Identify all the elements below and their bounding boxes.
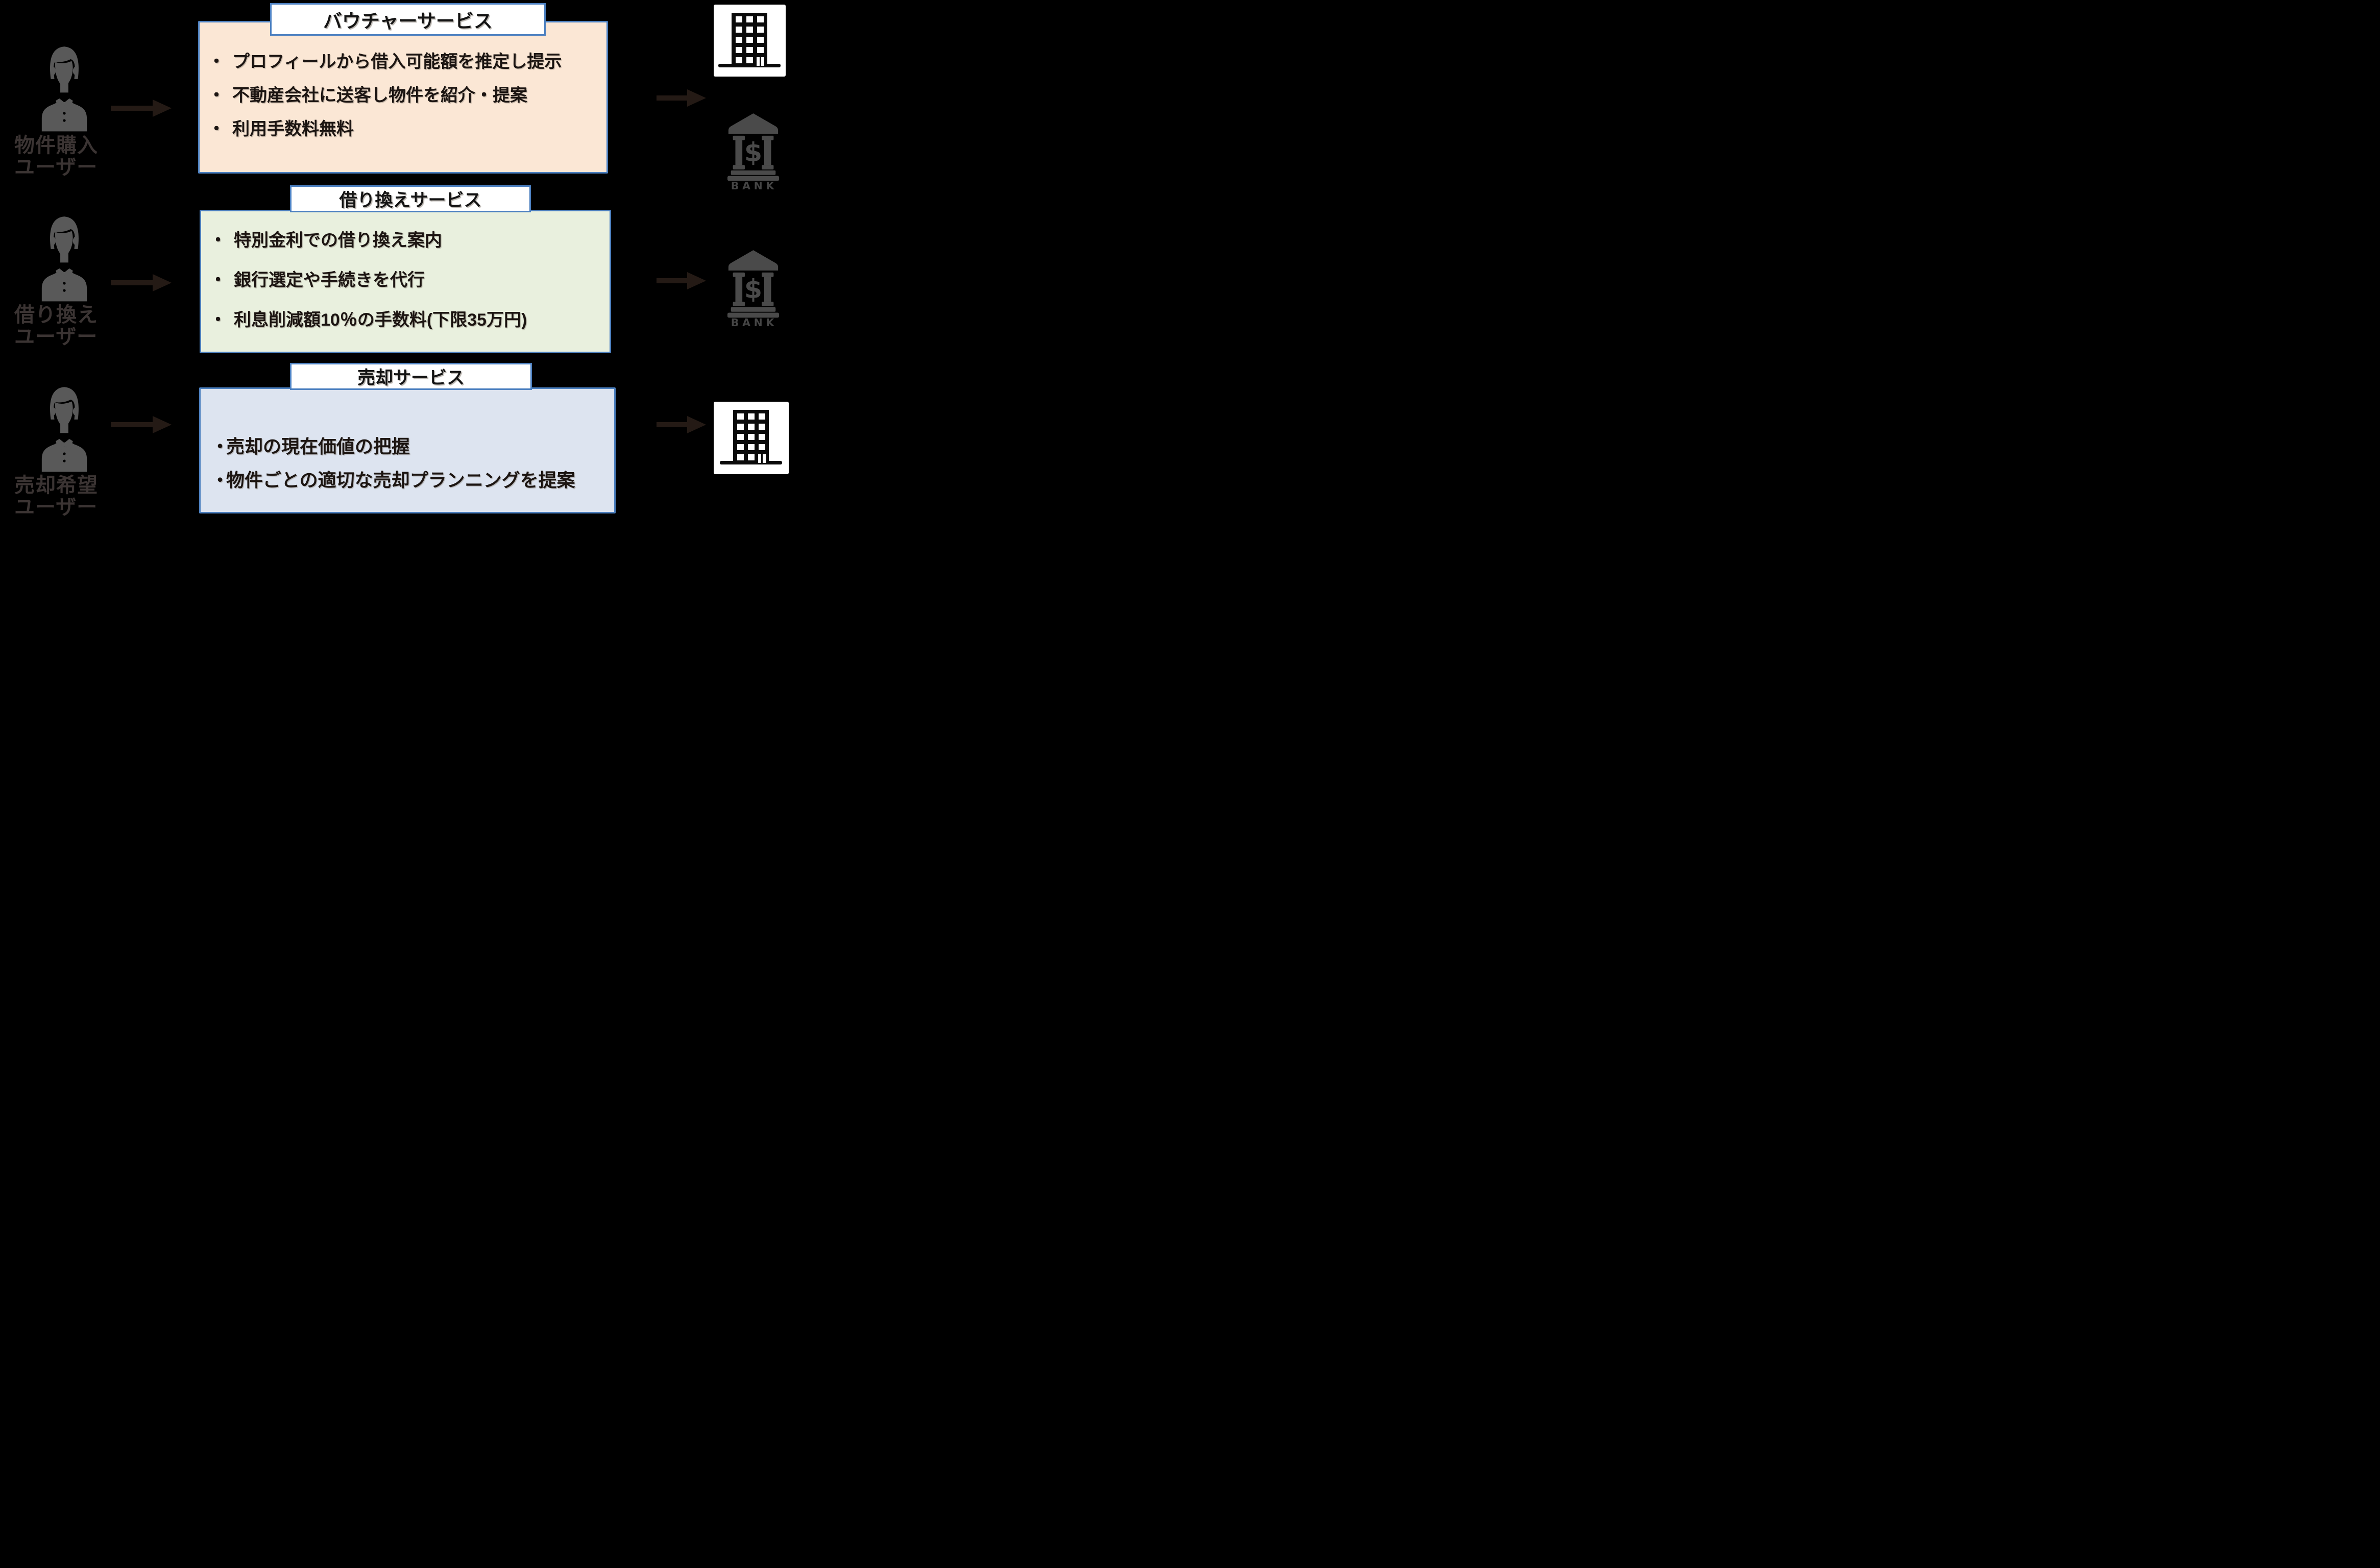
business-person-icon	[41, 46, 87, 132]
bullet-dot: ・	[211, 436, 230, 457]
dollar-sign: $	[744, 137, 762, 167]
bank-label: BANK	[731, 180, 778, 191]
user-label-line: 借り換え	[14, 304, 98, 326]
bullet-item: ・銀行選定や手続きを代行	[209, 271, 425, 290]
service-title-voucher: バウチャーサービス	[270, 3, 546, 36]
service-box-sale: ・売却の現在価値の把握 ・物件ごとの適切な売却プランニングを提案	[199, 387, 616, 513]
user-label-line: ユーザー	[14, 496, 98, 519]
bullet-item: ・売却の現在価値の把握	[211, 436, 410, 457]
bullet-dot: ・	[208, 86, 225, 105]
bullet-item: ・利息削減額10％の手数料(下限35万円)	[209, 310, 527, 330]
bullet-item: ・プロフィールから借入可能額を推定し提示	[208, 52, 562, 71]
bank-label: BANK	[731, 316, 778, 328]
user-label-line: ユーザー	[14, 326, 98, 348]
bullet-dot: ・	[209, 271, 227, 290]
office-building-icon	[718, 13, 781, 67]
service-title-refinance: 借り換えサービス	[290, 185, 531, 212]
bullet-list: ・特別金利での借り換え案内 ・銀行選定や手続きを代行 ・利息削減額10％の手数料…	[201, 230, 610, 330]
bullet-dot: ・	[208, 52, 225, 71]
arrow-right-icon	[111, 274, 172, 291]
bullet-dot: ・	[209, 231, 227, 250]
user-label-refinance: 借り換え ユーザー	[14, 304, 178, 348]
office-building-icon	[720, 410, 782, 464]
bank-building-icon: $ BANK	[727, 113, 780, 191]
service-title-text: 借り換えサービス	[339, 190, 482, 210]
bullet-dot: ・	[209, 310, 227, 330]
bullet-item: ・物件ごとの適切な売却プランニングを提案	[211, 470, 575, 491]
bullet-item: ・不動産会社に送客し物件を紹介・提案	[208, 86, 527, 105]
arrow-right-icon	[111, 100, 172, 117]
bullet-dot: ・	[208, 119, 225, 139]
arrow-right-icon	[111, 416, 172, 433]
bullet-list: ・売却の現在価値の把握 ・物件ごとの適切な売却プランニングを提案	[201, 436, 614, 491]
bullet-list: ・プロフィールから借入可能額を推定し提示 ・不動産会社に送客し物件を紹介・提案 …	[200, 52, 606, 139]
service-box-voucher: ・プロフィールから借入可能額を推定し提示 ・不動産会社に送客し物件を紹介・提案 …	[198, 21, 608, 174]
business-person-icon	[41, 387, 87, 472]
arrow-right-icon	[657, 272, 706, 289]
bullet-dot: ・	[211, 470, 230, 491]
user-label-purchase: 物件購入 ユーザー	[14, 135, 178, 179]
dollar-sign: $	[744, 274, 762, 304]
arrow-right-icon	[657, 89, 706, 107]
user-label-line: 物件購入	[14, 134, 98, 157]
user-label-line: ユーザー	[14, 156, 98, 179]
service-title-text: 売却サービス	[357, 368, 465, 388]
business-person-icon	[41, 216, 87, 302]
service-title-sale: 売却サービス	[290, 363, 532, 390]
arrow-right-icon	[657, 416, 706, 433]
service-box-refinance: ・特別金利での借り換え案内 ・銀行選定や手続きを代行 ・利息削減額10％の手数料…	[200, 210, 611, 353]
user-label-seller: 売却希望 ユーザー	[14, 475, 178, 519]
user-label-line: 売却希望	[14, 474, 98, 497]
diagram-canvas: 物件購入 ユーザー 借り換え ユーザー	[0, 0, 793, 523]
bullet-item: ・利用手数料無料	[208, 119, 354, 139]
service-title-text: バウチャーサービス	[323, 11, 493, 32]
bullet-item: ・特別金利での借り換え案内	[209, 231, 442, 250]
bank-building-icon: $ BANK	[727, 250, 780, 328]
